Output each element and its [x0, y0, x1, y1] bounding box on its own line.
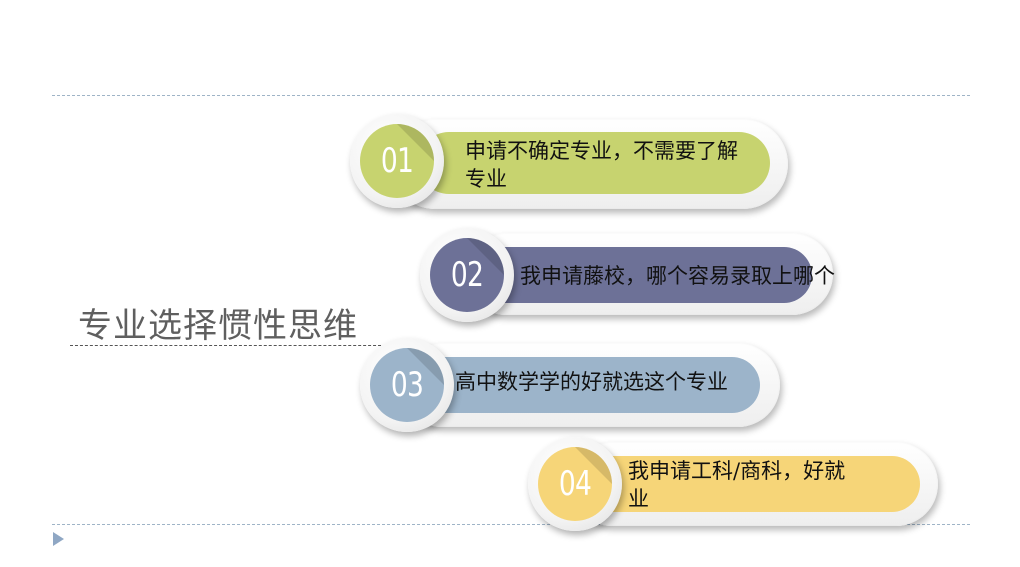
pill-fill [410, 357, 760, 413]
top-divider [52, 95, 970, 96]
item-number: 02 [450, 255, 484, 295]
item-text: 申请不确定专业，不需要了解专业 [465, 139, 738, 191]
item-text: 我申请工科/商科，好就业 [628, 459, 846, 511]
item-number: 03 [390, 365, 424, 405]
pill-fill [418, 132, 770, 194]
item-number: 04 [558, 464, 592, 504]
bottom-divider [52, 524, 970, 525]
number-badge: 03 [370, 348, 444, 422]
item-text: 我申请藤校，哪个容易录取上哪个 [520, 264, 835, 288]
title-underline [70, 345, 386, 346]
number-badge: 01 [360, 124, 434, 198]
item-number: 01 [380, 141, 414, 181]
number-badge: 04 [538, 447, 612, 521]
slide-title: 专业选择惯性思维 [78, 306, 358, 346]
pill-fill [478, 247, 812, 303]
item-text: 高中数学学的好就选这个专业 [455, 370, 728, 394]
number-badge: 02 [430, 238, 504, 312]
play-icon[interactable] [53, 532, 64, 546]
pill-fill [582, 456, 920, 512]
